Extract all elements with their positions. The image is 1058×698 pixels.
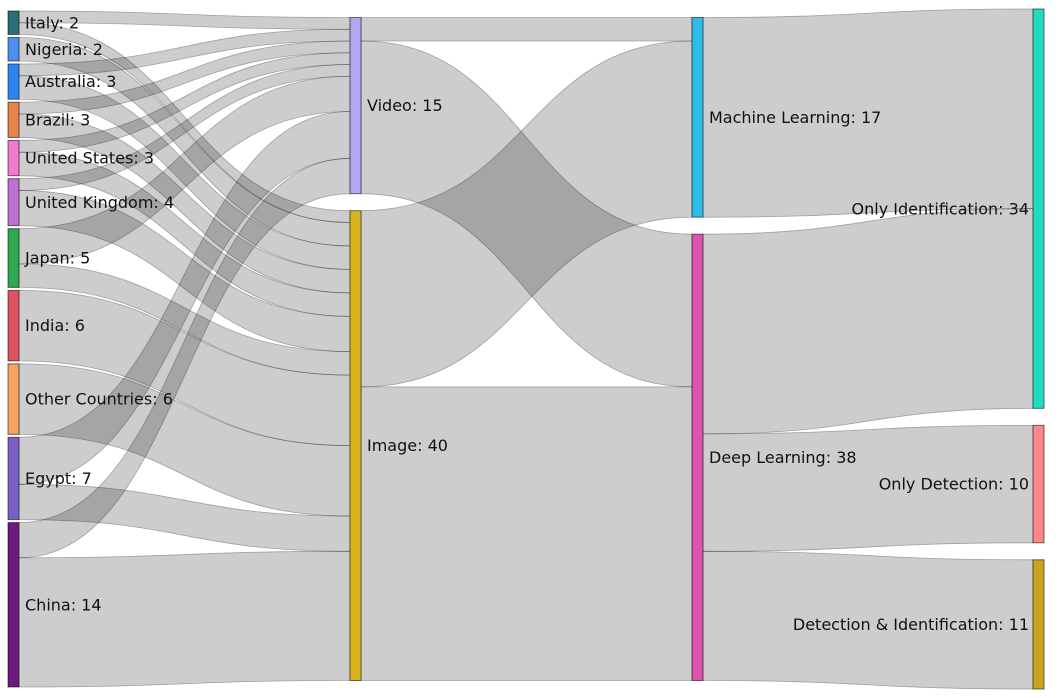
link-video-to-machine-learning bbox=[360, 17, 693, 42]
node-label-only-detection: Only Detection: 10 bbox=[879, 475, 1029, 494]
labels-layer: Italy: 2 Nigeria: 2 Australia: 3 Brazil: 3 U… bbox=[24, 13, 1029, 634]
node-machine-learning bbox=[691, 17, 704, 218]
node-deep-learning bbox=[691, 233, 704, 681]
node-nigeria bbox=[7, 36, 20, 62]
node-label-united-kingdom: United Kingdom: 4 bbox=[25, 193, 174, 212]
node-only-identification bbox=[1032, 8, 1045, 409]
node-only-detection bbox=[1032, 424, 1045, 544]
node-other-countries bbox=[7, 363, 20, 435]
node-label-detection-and-identification: Detection & Identification: 11 bbox=[793, 615, 1029, 634]
node-label-italy: Italy: 2 bbox=[25, 13, 79, 32]
node-label-machine-learning: Machine Learning: 17 bbox=[709, 108, 881, 127]
node-label-egypt: Egypt: 7 bbox=[25, 469, 92, 488]
node-label-image: Image: 40 bbox=[367, 436, 448, 455]
node-china bbox=[7, 522, 20, 688]
node-label-united-states: United States: 3 bbox=[25, 149, 154, 168]
node-image bbox=[349, 210, 362, 681]
node-india bbox=[7, 289, 20, 362]
node-label-japan: Japan: 5 bbox=[24, 249, 90, 268]
link-image-to-deep-learning bbox=[360, 386, 693, 681]
node-label-only-identification: Only Identification: 34 bbox=[852, 199, 1029, 218]
node-label-deep-learning: Deep Learning: 38 bbox=[709, 448, 857, 467]
node-italy bbox=[7, 10, 20, 35]
node-label-other-countries: Other Countries: 6 bbox=[25, 390, 173, 409]
link-deep-learning-to-only-identification bbox=[702, 208, 1034, 435]
node-egypt bbox=[7, 436, 20, 521]
node-label-australia: Australia: 3 bbox=[25, 72, 116, 91]
node-label-india: India: 6 bbox=[25, 316, 85, 335]
nodes-layer bbox=[7, 8, 1045, 690]
node-brazil bbox=[7, 101, 20, 138]
node-label-brazil: Brazil: 3 bbox=[25, 110, 90, 129]
node-label-video: Video: 15 bbox=[367, 96, 443, 115]
node-label-china: China: 14 bbox=[25, 595, 102, 614]
node-united-states bbox=[7, 139, 20, 177]
node-australia bbox=[7, 63, 20, 100]
node-united-kingdom bbox=[7, 178, 20, 227]
node-video bbox=[349, 17, 362, 195]
node-label-nigeria: Nigeria: 2 bbox=[25, 40, 103, 59]
link-china-to-image bbox=[18, 550, 351, 688]
node-detection-and-identification bbox=[1032, 559, 1045, 690]
node-japan bbox=[7, 228, 20, 288]
links-layer bbox=[18, 8, 1034, 690]
